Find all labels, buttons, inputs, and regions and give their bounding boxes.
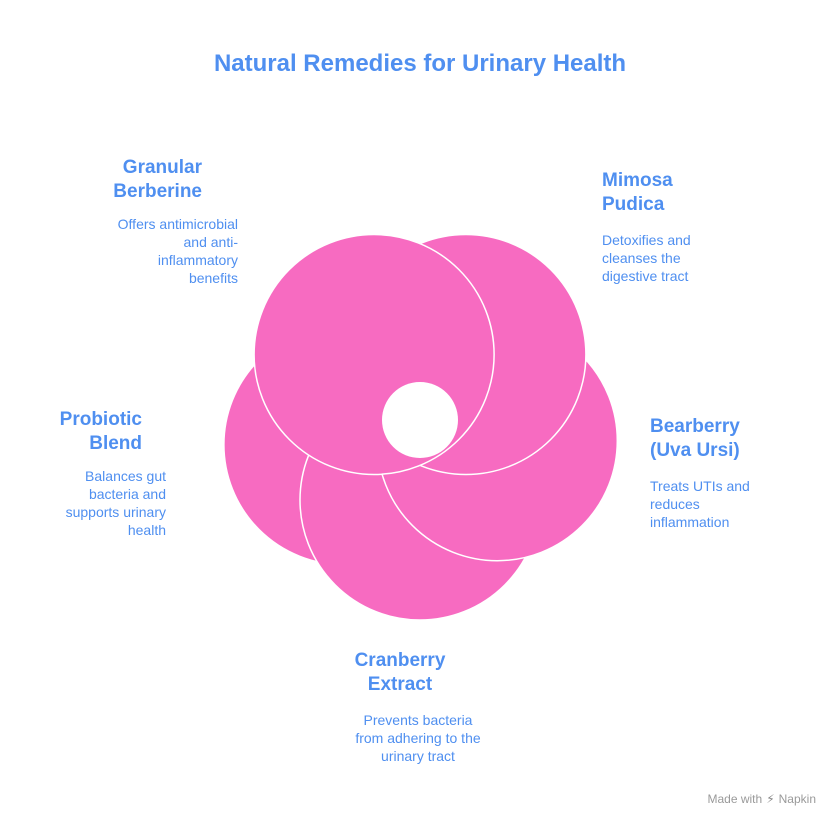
desc-granular-berberine: Offers antimicrobial and anti- inflammat… <box>117 216 238 286</box>
made-with-label: Made with <box>707 792 763 806</box>
desc-probiotic-blend: Balances gut bacteria and supports urina… <box>65 468 166 538</box>
diagram-title: Natural Remedies for Urinary Health <box>213 50 627 77</box>
napkin-brand: Napkin <box>778 792 816 806</box>
desc-cranberry-extract: Prevents bacteria from adhering to the u… <box>355 712 481 764</box>
center-hole <box>382 382 458 458</box>
heading-granular-berberine: Granular Berberine <box>113 157 202 202</box>
petal-granular-berberine <box>253 233 495 476</box>
heading-probiotic-blend: Probiotic Blend <box>59 409 142 454</box>
desc-bearberry: Treats UTIs and reduces inflammation <box>650 478 750 530</box>
heading-cranberry-extract: Cranberry Extract <box>354 650 446 695</box>
heading-bearberry: Bearberry (Uva Ursi) <box>650 416 740 461</box>
heading-mimosa-pudica: Mimosa Pudica <box>602 170 673 215</box>
footer-credit: Made with ⚡ Napkin <box>708 792 817 806</box>
napkin-logo-icon: ⚡ <box>766 792 775 806</box>
desc-mimosa-pudica: Detoxifies and cleanses the digestive tr… <box>602 232 691 284</box>
